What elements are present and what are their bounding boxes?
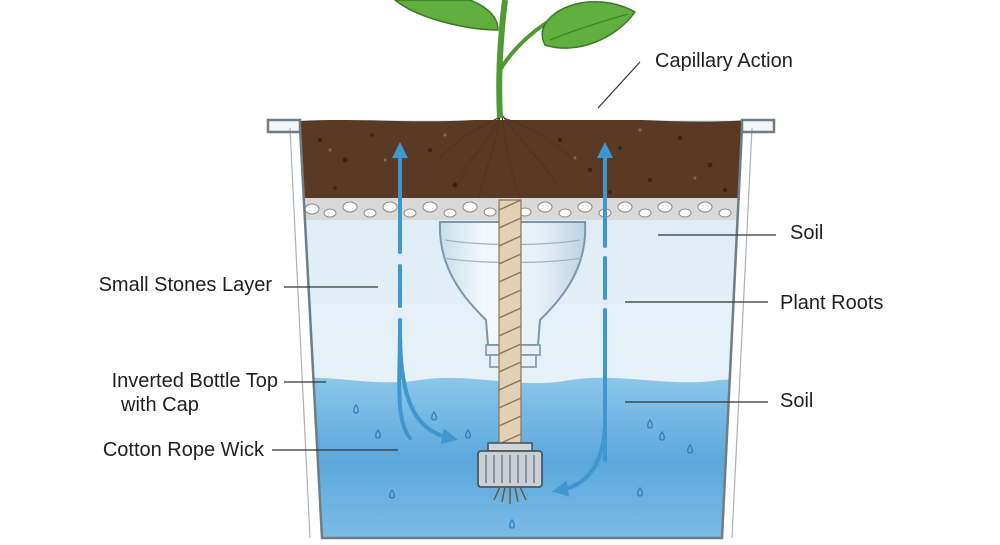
leaf-right	[541, 1, 637, 49]
plant	[393, 0, 637, 119]
pot-outline	[266, 118, 776, 540]
soil-layer	[300, 120, 742, 205]
capillary-arrows	[392, 142, 613, 497]
label-small-stones-layer: Small Stones Layer	[98, 274, 272, 296]
label-inverted-bottle-line2: with Cap	[121, 394, 199, 416]
soil-highlights	[328, 128, 697, 180]
label-inverted-bottle-line1: Inverted Bottle Top	[111, 370, 278, 392]
bottle-cap	[477, 442, 543, 504]
water-droplets	[353, 403, 693, 529]
plant-roots	[437, 114, 576, 199]
stones	[304, 201, 732, 218]
label-soil-lower: Soil	[780, 390, 814, 412]
arrow-right-down	[552, 418, 607, 497]
arrow-left-down	[398, 328, 458, 445]
leaf-left	[393, 0, 499, 31]
leader-lines	[272, 61, 776, 451]
label-plant-roots: Plant Roots	[780, 292, 884, 314]
label-cotton-rope-wick: Cotton Rope Wick	[102, 439, 264, 461]
label-capillary-action: Capillary Action	[655, 50, 793, 72]
cotton-rope-wick	[498, 199, 522, 451]
label-soil-upper: Soil	[790, 222, 824, 244]
